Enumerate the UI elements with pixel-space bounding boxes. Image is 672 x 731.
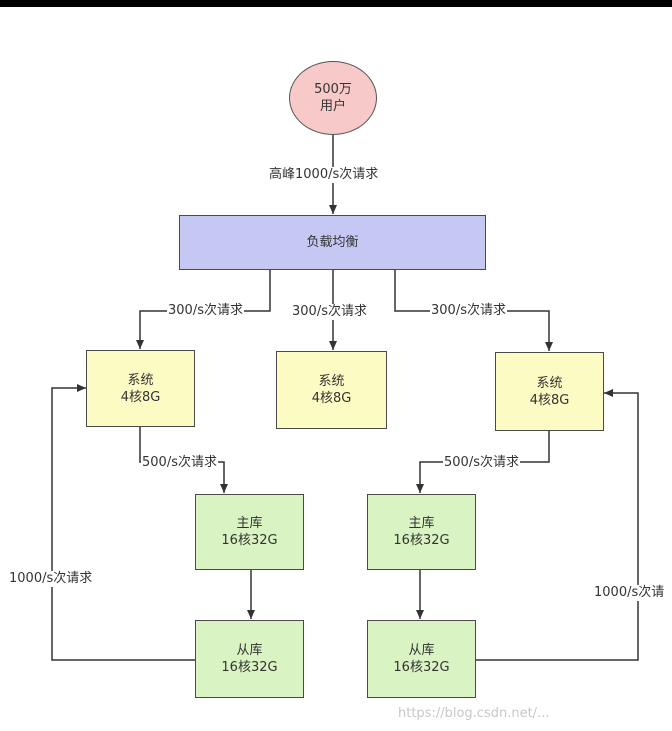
load-balancer-label: 负载均衡 (306, 235, 359, 250)
arrow-slave-left-to-system-left (51, 384, 195, 661)
return-label-left: 1000/s次请求 (8, 571, 94, 587)
master-db-node-left: 主库 16核32G (195, 494, 304, 570)
top-border (0, 0, 672, 7)
peak-request-label: 高峰1000/s次请求 (268, 167, 380, 183)
users-label: 用户 (319, 99, 346, 114)
slave-db-node-left: 从库 16核32G (195, 620, 304, 698)
system-left-spec: 4核8G (120, 389, 161, 405)
slave-left-spec: 16核32G (221, 660, 278, 675)
system-middle-title: 系统 (318, 374, 345, 389)
branch-label-left: 300/s次请求 (167, 303, 244, 319)
users-node: 500万 用户 (289, 61, 377, 135)
db-request-label-right: 500/s次请求 (443, 455, 520, 471)
system-right-title: 系统 (536, 375, 563, 391)
users-count: 500万 (314, 82, 352, 97)
system-node-middle: 系统 4核8G (276, 351, 387, 429)
db-request-label-left: 500/s次请求 (141, 455, 218, 471)
system-middle-spec: 4核8G (311, 391, 352, 406)
arrow-slave-right-to-system-right (476, 389, 639, 661)
watermark-text: https://blog.csdn.net/... (398, 706, 550, 721)
branch-label-middle: 300/s次请求 (291, 304, 368, 320)
master-left-title: 主库 (236, 516, 263, 531)
return-label-right: 1000/s次请 (593, 585, 666, 601)
master-left-spec: 16核32G (221, 533, 278, 548)
slave-left-title: 从库 (236, 643, 263, 658)
system-node-left: 系统 4核8G (86, 350, 195, 427)
slave-right-spec: 16核32G (393, 660, 450, 675)
load-balancer-node: 负载均衡 (179, 215, 486, 270)
master-right-spec: 16核32G (393, 533, 450, 548)
master-right-title: 主库 (408, 516, 435, 531)
master-db-node-right: 主库 16核32G (367, 494, 476, 570)
branch-label-right: 300/s次请求 (430, 303, 507, 319)
system-node-right: 系统 4核8G (495, 352, 604, 431)
slave-db-node-right: 从库 16核32G (367, 620, 476, 698)
system-right-spec: 4核8G (529, 392, 570, 408)
system-left-title: 系统 (127, 372, 154, 388)
slave-right-title: 从库 (408, 643, 435, 658)
